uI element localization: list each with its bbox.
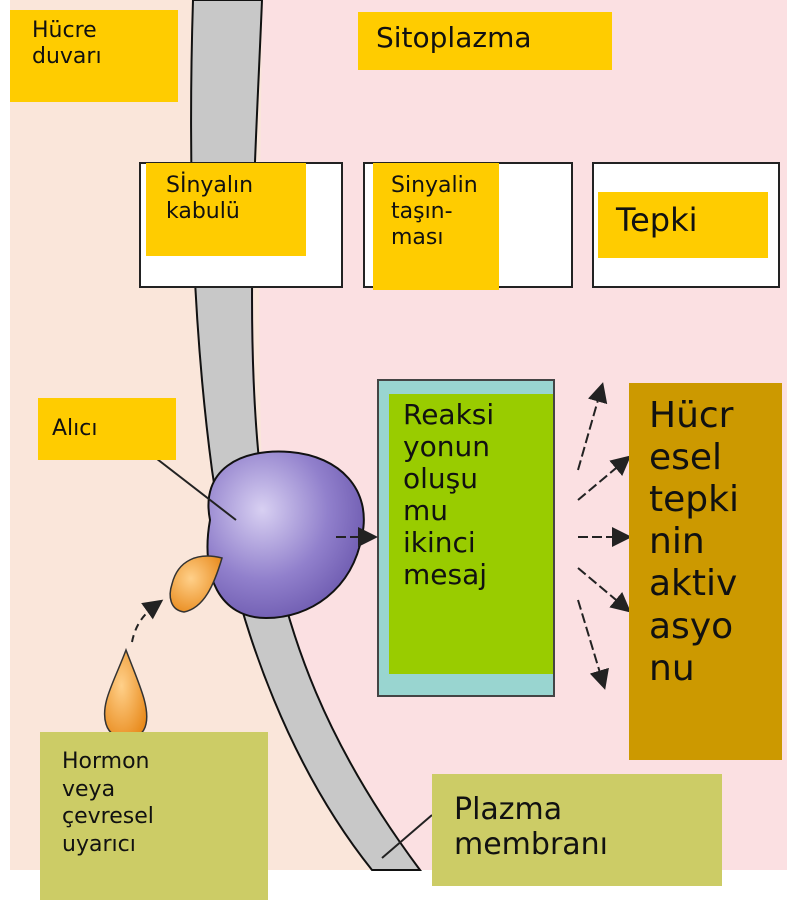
reaction-label: Reaksi yonun oluşu mu ikinci mesaj bbox=[389, 394, 553, 674]
plasma-membrane-label: Plazma membranı bbox=[432, 774, 722, 886]
response-arrow-1 bbox=[577, 382, 608, 471]
signal-reception-label: Sİnyalın kabulü bbox=[146, 163, 306, 256]
cellular-response-label: Hücr esel tepki nin aktiv asyo nu bbox=[629, 383, 782, 760]
receptor-leader-line bbox=[147, 451, 237, 521]
response-arrow-5 bbox=[577, 599, 609, 690]
membrane-leader-line bbox=[381, 814, 433, 859]
cytoplasm-label: Sitoplazma bbox=[358, 12, 612, 70]
response-arrow-2 bbox=[577, 455, 632, 501]
response-label: Tepki bbox=[598, 192, 768, 258]
signal-transduction-label: Sinyalin taşın- ması bbox=[373, 163, 499, 290]
response-arrow-4 bbox=[577, 567, 632, 613]
cell-wall-label: Hücre duvarı bbox=[10, 10, 178, 102]
hormone-arrow bbox=[131, 599, 164, 643]
hormone-label: Hormon veya çevresel uyarıcı bbox=[40, 732, 268, 900]
bound-hormone bbox=[169, 555, 223, 613]
receptor-label: Alıcı bbox=[38, 398, 176, 460]
